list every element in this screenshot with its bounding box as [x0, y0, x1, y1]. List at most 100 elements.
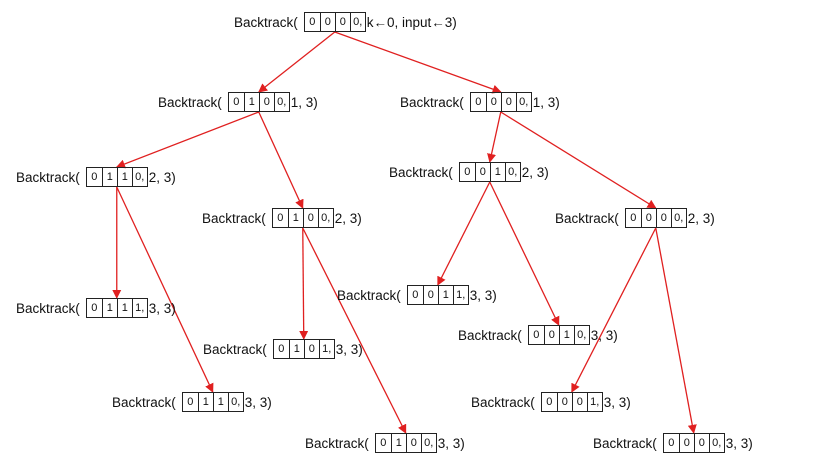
array-cell: 0	[474, 163, 490, 181]
array-cell: 0	[422, 286, 438, 304]
function-name: Backtrack(	[555, 210, 619, 226]
array-cell: 0	[334, 13, 350, 31]
array-cell: 1	[287, 209, 303, 227]
call-edge-arrow	[258, 111, 304, 209]
call-arguments: 3, 3)	[437, 435, 465, 451]
call-arguments: 3, 3)	[244, 394, 272, 410]
array-cell: 1	[101, 299, 117, 317]
call-edge-arrow	[116, 186, 214, 393]
call-edge-arrow	[437, 181, 491, 286]
array-cell: 1	[243, 93, 259, 111]
array-cell: 0,	[515, 93, 531, 111]
array-cell: 0,	[227, 393, 243, 411]
array-cell: 0	[475, 96, 482, 108]
array-cell: 0	[91, 302, 98, 314]
array-cell: 0,	[670, 209, 686, 227]
call-edge-arrow	[299, 227, 309, 340]
array-cell: 0	[640, 209, 656, 227]
array-cell: 0,	[708, 434, 724, 452]
call-edge-arrow	[655, 227, 697, 434]
array-cell: 0,	[131, 168, 147, 186]
array-cell: 1	[116, 168, 132, 186]
array-cell: 1	[558, 326, 574, 344]
call-edge-arrow	[258, 31, 336, 93]
array-cell: 1,	[586, 393, 602, 411]
array-cell: 1,	[452, 286, 468, 304]
call-arguments: 3, 3)	[148, 300, 176, 316]
array-cell: 0	[500, 93, 516, 111]
array-cell: 1,	[318, 340, 334, 358]
array-cell: 0	[91, 171, 98, 183]
function-name: Backtrack(	[389, 164, 453, 180]
call-edge-arrow	[489, 181, 560, 326]
call-arguments: 3, 3)	[335, 341, 363, 357]
array-cell: 0,	[420, 434, 436, 452]
call-arguments: 2, 3)	[334, 210, 362, 226]
function-name: Backtrack(	[593, 435, 657, 451]
array-cell: 0,	[317, 209, 333, 227]
array-cell: 0	[277, 212, 284, 224]
array-cell: 0	[380, 437, 387, 449]
array-cell: 0	[655, 209, 671, 227]
array-cell: 1	[116, 299, 132, 317]
array-cell: 0	[630, 212, 637, 224]
function-name: Backtrack(	[234, 14, 298, 30]
call-edge-arrow	[571, 227, 657, 393]
array-cell: 1	[101, 168, 117, 186]
array-cell: 0	[485, 93, 501, 111]
array-cell: 1	[197, 393, 213, 411]
function-name: Backtrack(	[16, 169, 80, 185]
call-arguments: 1, 3)	[532, 94, 560, 110]
function-name: Backtrack(	[458, 327, 522, 343]
array-cell: 0	[464, 166, 471, 178]
function-name: Backtrack(	[305, 435, 369, 451]
array-cell: 0	[233, 96, 240, 108]
call-arguments: 3, 3)	[725, 435, 753, 451]
array-cell: 0,	[504, 163, 520, 181]
call-arguments: 3, 3)	[603, 394, 631, 410]
array-cell: 0	[187, 396, 194, 408]
call-arguments: 1, 3)	[290, 94, 318, 110]
array-cell: 0,	[349, 13, 365, 31]
function-name: Backtrack(	[112, 394, 176, 410]
call-arguments: 3, 3)	[590, 327, 618, 343]
array-cell: 0	[571, 393, 587, 411]
array-cell: 0	[258, 93, 274, 111]
call-arguments: 2, 3)	[687, 210, 715, 226]
array-cell: 1	[212, 393, 228, 411]
array-cell: 1	[437, 286, 453, 304]
array-cell: 0,	[273, 93, 289, 111]
array-cell: 0	[546, 396, 553, 408]
array-cell: 0	[412, 289, 419, 301]
call-arguments: 3, 3)	[469, 287, 497, 303]
call-edge-arrow	[302, 227, 407, 434]
function-name: Backtrack(	[203, 341, 267, 357]
call-arguments: k←0, input←3)	[366, 14, 457, 30]
array-cell: 0	[278, 343, 285, 355]
function-name: Backtrack(	[471, 394, 535, 410]
